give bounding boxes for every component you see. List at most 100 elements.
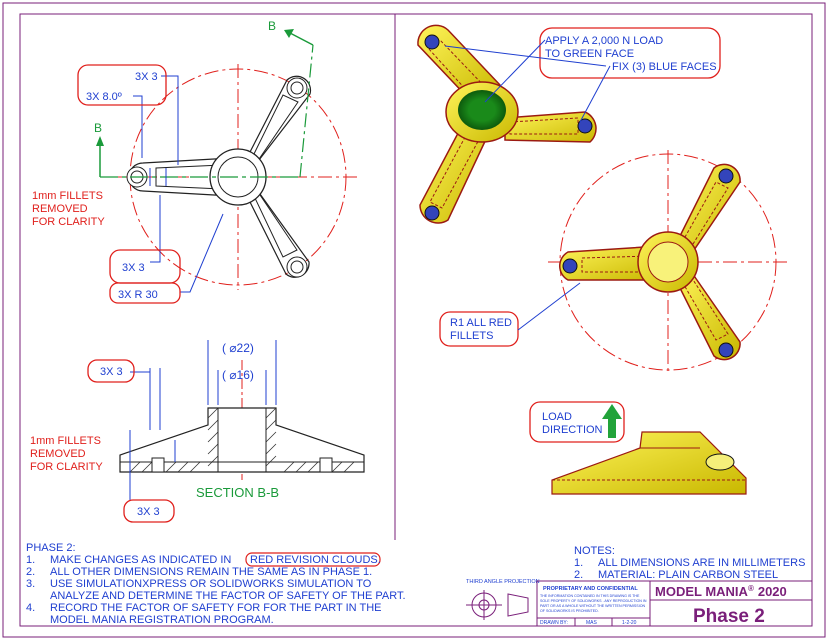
cloud-fillets [439, 311, 519, 347]
load-arrow-shaft [608, 418, 616, 438]
section-hole-right [319, 457, 333, 473]
dim-inner-diameter: ( ⌀16) [222, 368, 254, 382]
direction-note-line-2: DIRECTION [542, 424, 603, 436]
iso-hole-left [424, 34, 440, 50]
legal-line-4: OF SOLIDWORKS IS PROHIBITED. [540, 609, 599, 613]
leader-thickness [161, 75, 179, 165]
section-hatching [129, 407, 355, 473]
phase-item-4-num: 4. [26, 602, 35, 614]
iso-hole-bottom [424, 205, 440, 221]
load-arrow [602, 404, 622, 438]
leader-angle [133, 95, 143, 158]
drawn-by-label: DRAWN BY: [540, 620, 568, 626]
colored-top-view [548, 150, 790, 375]
projection-symbol [466, 590, 529, 620]
drawn-date: 1-2-20 [622, 620, 637, 626]
note-2-text: MATERIAL: PLAIN CARBON STEEL [598, 569, 778, 581]
fillets-note-top: 1mm FILLETS REMOVED FOR CLARITY [32, 190, 105, 228]
title-block-frame [536, 580, 813, 627]
leader-fix-1 [579, 65, 611, 123]
note-1-text: ALL DIMENSIONS ARE IN MILLIMETERS [598, 557, 805, 569]
section-view [119, 340, 365, 500]
colored-arm-bottom [675, 268, 741, 361]
iso-callouts [444, 27, 721, 123]
dim-radius: 3X R 30 [118, 289, 158, 301]
phase-item-2-num: 2. [26, 566, 35, 578]
side-part-hole [705, 453, 735, 471]
leader-radius [180, 213, 224, 293]
colored-hole-bottom [718, 342, 734, 358]
fillets-note-top-line-1: 1mm FILLETS [32, 190, 103, 202]
section-title: SECTION B-B [196, 485, 279, 500]
iso-arm-bottom [419, 118, 489, 224]
bolt-hole-bottom-inner [290, 260, 304, 274]
section-arrowhead-left [96, 136, 104, 146]
cloud-section-left [87, 359, 135, 383]
projection-label: THIRD ANGLE PROJECTION [466, 579, 540, 585]
top-view: B B [94, 19, 360, 293]
colored-hole-left [562, 258, 578, 274]
fillets-note-top-line-3: FOR CLARITY [32, 216, 105, 228]
phase-label: Phase 2 [693, 606, 765, 627]
arm-top-inner [251, 94, 299, 163]
fillets-note-bottom: 1mm FILLETS REMOVED FOR CLARITY [30, 435, 103, 473]
colored-hole-top [718, 168, 734, 184]
legal-line-3: PART OR AS A WHOLE WITHOUT THE WRITTEN P… [540, 604, 646, 608]
colored-arm-top [675, 163, 741, 258]
cloud-radius [109, 282, 181, 304]
drawn-by-value: MAS [586, 620, 598, 626]
phase-title: PHASE 2: [26, 542, 76, 554]
colored-hub-inner [647, 241, 689, 283]
phase-item-1-highlight: RED REVISION CLOUDS. [250, 554, 381, 566]
revision-clouds-top [77, 64, 181, 304]
fillets-note-line-1: R1 ALL RED [450, 317, 512, 329]
proprietary-label: PROPRIETARY AND CONFIDENTIAL [543, 586, 638, 592]
phase-item-4-line-2: MODEL MANIA REGISTRATION PROGRAM. [50, 614, 274, 626]
notes-title: NOTES: [574, 545, 615, 557]
section-letter-left: B [94, 121, 102, 135]
fillets-note-top-line-2: REMOVED [32, 203, 88, 215]
dim-angle: 3X 8.0º [86, 91, 122, 103]
leader-fillets [517, 282, 581, 331]
load-note-line-2: TO GREEN FACE [545, 48, 634, 60]
fillets-note-line-2: FILLETS [450, 330, 493, 342]
iso-part-top [417, 24, 597, 224]
dim-outer-diameter: ( ⌀22) [222, 341, 254, 355]
note-1-num: 1. [574, 557, 583, 569]
fillets-note-bottom-line-3: FOR CLARITY [30, 461, 103, 473]
dim-width: 3X 3 [122, 262, 145, 274]
direction-note-line-1: LOAD [542, 411, 572, 423]
arm-bottom-inner [253, 191, 298, 258]
phase-notes: PHASE 2: 1. MAKE CHANGES AS INDICATED IN… [26, 542, 406, 626]
leader-load [484, 39, 546, 103]
iso-hole-right [577, 118, 593, 134]
phase-item-4-line-1: RECORD THE FACTOR OF SAFETY FOR FOR THE … [50, 602, 381, 614]
fix-note: FIX (3) BLUE FACES [612, 61, 717, 73]
note-2-num: 2. [574, 569, 583, 581]
notes: NOTES: 1. ALL DIMENSIONS ARE IN MILLIMET… [574, 545, 805, 581]
leader-fix-2 [444, 45, 607, 67]
section-arrow-top [289, 32, 314, 46]
dim-section-left: 3X 3 [100, 366, 123, 378]
load-arrow-head [602, 404, 622, 419]
cloud-width [109, 249, 181, 284]
load-note-line-1: APPLY A 2,000 N LOAD [545, 35, 663, 47]
dim-thickness: 3X 3 [135, 71, 158, 83]
cloud-phase [245, 552, 381, 567]
cloud-load [539, 27, 721, 79]
iso-arm-right [504, 111, 597, 143]
bolt-hole-top [286, 77, 308, 99]
title-block: THIRD ANGLE PROJECTION PROPRIETARY AND C… [466, 579, 813, 627]
phase-item-1-num: 1. [26, 554, 35, 566]
section-letter-top: B [268, 19, 276, 33]
phase-item-2-text: ALL OTHER DIMENSIONS REMAIN THE SAME AS … [50, 566, 372, 578]
revision-clouds-section [87, 359, 175, 523]
phase-item-1-text: MAKE CHANGES AS INDICATED IN [50, 554, 231, 566]
fillets-note-bottom-line-1: 1mm FILLETS [30, 435, 101, 447]
brand-name: MODEL MANIA®2020 [655, 584, 787, 599]
leader-width [150, 195, 161, 263]
phase-item-3-line-1: USE SIMULATIONXPRESS OR SOLIDWORKS SIMUL… [50, 578, 372, 590]
phase-item-3-num: 3. [26, 578, 35, 590]
